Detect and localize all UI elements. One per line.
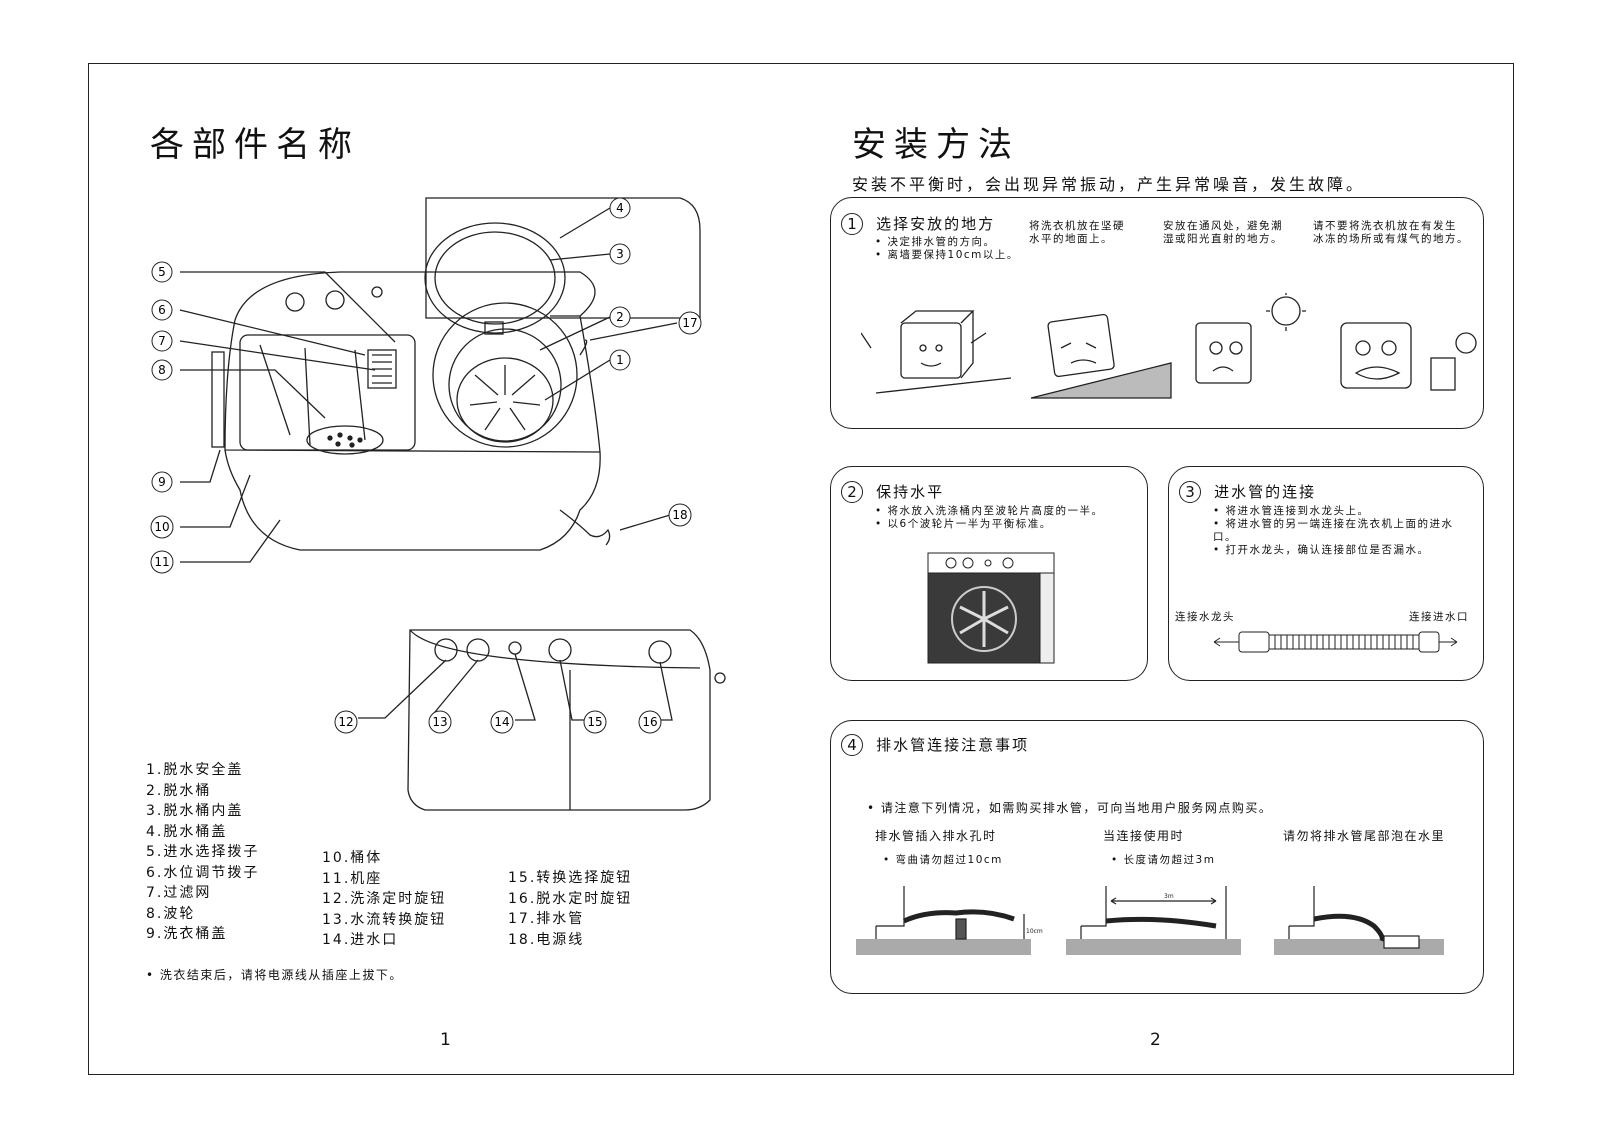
inlet-hose-illustration <box>1213 631 1458 653</box>
left-page-title: 各部件名称 <box>150 125 360 165</box>
section-3-bullets: 将进水管连接到水龙头上。将进水管的另一端连接在洗衣机上面的进水口。打开水龙头，确… <box>1213 505 1463 557</box>
water-level-illustration <box>927 552 1055 664</box>
cartoon-level-floor <box>861 310 1012 394</box>
callout-4: 4 <box>609 197 631 219</box>
svg-text:12: 12 <box>338 715 353 729</box>
svg-text:9: 9 <box>158 475 166 489</box>
pulsator <box>306 425 384 455</box>
page-frame <box>88 63 1514 1075</box>
svg-text:2: 2 <box>616 310 624 324</box>
callout-7: 7 <box>151 330 173 352</box>
section-2-number: 2 <box>841 481 863 503</box>
callout-6: 6 <box>151 299 173 321</box>
section-4-box: 4 排水管连接注意事项 • 请注意下列情况，如需购买排水管，可向当地用户服务网点… <box>830 720 1484 994</box>
unplug-footnote: • 洗衣结束后，请将电源线从插座上拔下。 <box>146 968 403 982</box>
cartoon-uneven-floor <box>1030 313 1172 399</box>
section-1-number: 1 <box>841 213 863 235</box>
spin-tub-inner-lid <box>424 222 566 334</box>
section-1-title: 选择安放的地方 <box>876 215 996 233</box>
right-page-title: 安装方法 <box>852 125 1020 165</box>
case-1-title: 排水管插入排水孔时 <box>875 829 997 843</box>
control-panel-diagram <box>358 629 726 811</box>
section-2-box: 2 保持水平 将水放入洗涤桶内至波轮片高度的一半。以6个波轮片一半为平衡标准。 <box>830 466 1148 681</box>
callout-18: 18 <box>668 503 692 527</box>
callout-3: 3 <box>609 243 631 265</box>
cartoon-freeze-gas <box>1340 322 1477 391</box>
section-2-title: 保持水平 <box>876 483 945 501</box>
section-1-note-freeze-gas: 请不要将洗衣机放在有发生冰冻的场所或有煤气的地方。 <box>1313 220 1469 245</box>
callout-13: 13 <box>428 710 452 734</box>
callout-9: 9 <box>151 471 173 493</box>
section-2-bullets: 将水放入洗涤桶内至波轮片高度的一半。以6个波轮片一半为平衡标准。 <box>875 505 1104 531</box>
svg-text:7: 7 <box>158 334 166 348</box>
label-inlet-end: 连接进水口 <box>1409 611 1469 623</box>
spin-tub <box>432 302 578 448</box>
case-1-note: • 弯曲请勿超过10cm <box>883 854 1003 866</box>
svg-text:3: 3 <box>616 247 624 261</box>
case-2-note: • 长度请勿超过3m <box>1111 854 1216 866</box>
svg-text:16: 16 <box>642 715 657 729</box>
wash-tub <box>239 334 416 451</box>
label-faucet-end: 连接水龙头 <box>1175 611 1235 623</box>
callout-11: 11 <box>150 550 174 574</box>
svg-text:17: 17 <box>682 316 697 330</box>
right-page-subtitle: 安装不平衡时，会出现异常振动，产生异常噪音，发生故障。 <box>852 175 1366 194</box>
case-2-dim-label: 3m <box>1164 893 1174 900</box>
case-3-title: 请勿将排水管尾部泡在水里 <box>1283 829 1446 843</box>
callout-2: 2 <box>609 306 631 328</box>
drain-hose-illustrations: 10cm 3m <box>856 886 1444 955</box>
section-1-box: 1 选择安放的地方 决定排水管的方向。离墙要保持10cm以上。 将洗衣机放在坚硬… <box>830 197 1484 429</box>
section-1-note-hard-floor: 将洗衣机放在坚硬水平的地面上。 <box>1029 220 1125 245</box>
section-1-note-ventilation: 安放在通风处，避免潮湿或阳光直射的地方。 <box>1163 220 1283 245</box>
cabinet-body <box>224 449 601 551</box>
callout-10: 10 <box>150 515 174 539</box>
svg-text:14: 14 <box>494 715 509 729</box>
section-4-intro: • 请注意下列情况，如需购买排水管，可向当地用户服务网点购买。 <box>867 801 1273 815</box>
parts-callouts: 4 3 5 6 2 17 7 1 8 9 18 10 11 <box>150 197 702 574</box>
drain-case-3 <box>1274 886 1444 955</box>
drain-case-1: 10cm <box>856 886 1043 955</box>
section-1-bullets: 决定排水管的方向。离墙要保持10cm以上。 <box>875 236 1019 262</box>
svg-text:1: 1 <box>616 353 624 367</box>
svg-text:15: 15 <box>587 715 602 729</box>
callout-5: 5 <box>151 261 173 283</box>
section-3-title: 进水管的连接 <box>1214 483 1317 501</box>
svg-text:6: 6 <box>158 303 166 317</box>
section-1-cartoons <box>861 293 1477 399</box>
page-number-1: 1 <box>440 1030 451 1050</box>
svg-text:18: 18 <box>672 508 687 522</box>
washer-parts-diagram: 4 3 5 6 2 17 7 1 8 9 18 10 11 12 13 14 1… <box>150 197 726 811</box>
svg-text:5: 5 <box>158 265 166 279</box>
svg-text:8: 8 <box>158 363 166 377</box>
callout-12: 12 <box>334 710 358 734</box>
case-1-dim-label: 10cm <box>1026 928 1043 935</box>
section-3-number: 3 <box>1179 481 1201 503</box>
callout-16: 16 <box>638 710 662 734</box>
callout-8: 8 <box>151 359 173 381</box>
section-3-box: 3 进水管的连接 将进水管连接到水龙头上。将进水管的另一端连接在洗衣机上面的进水… <box>1168 466 1484 681</box>
spin-tub-lid <box>425 197 701 319</box>
callout-14: 14 <box>490 710 514 734</box>
drain-case-2: 3m <box>1066 886 1241 955</box>
callout-17: 17 <box>678 311 702 335</box>
svg-text:11: 11 <box>154 555 169 569</box>
svg-text:13: 13 <box>432 715 447 729</box>
svg-text:10: 10 <box>154 520 169 534</box>
case-2-title: 当连接使用时 <box>1103 829 1185 843</box>
cartoon-sunlight <box>1195 293 1306 384</box>
svg-text:4: 4 <box>616 201 624 215</box>
page-number-2: 2 <box>1150 1030 1161 1050</box>
callout-1: 1 <box>609 349 631 371</box>
section-4-title: 排水管连接注意事项 <box>876 736 1030 754</box>
callout-15: 15 <box>583 710 607 734</box>
section-4-number: 4 <box>841 734 863 756</box>
power-cord <box>559 509 611 546</box>
wash-tub-lid <box>211 351 225 448</box>
